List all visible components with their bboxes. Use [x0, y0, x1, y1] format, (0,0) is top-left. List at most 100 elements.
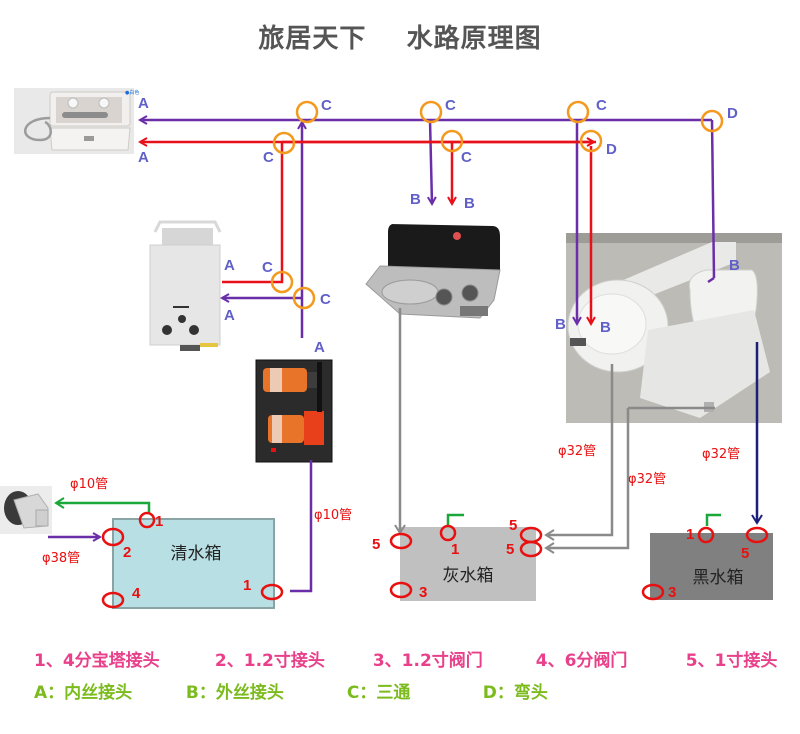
label-a: A	[224, 307, 235, 324]
clean-tank-vent	[54, 497, 151, 514]
vent-lines	[54, 497, 721, 526]
water-fill-inlet-icon	[0, 486, 52, 534]
tee-fitting	[440, 129, 464, 153]
legend-item: A：内丝接头	[34, 683, 133, 703]
label-c: C	[461, 149, 472, 166]
pipe-label-phi32: φ32管	[628, 472, 666, 487]
legend-item: C：三通	[346, 683, 411, 703]
fitting-rings	[270, 100, 724, 310]
label-c: C	[263, 149, 274, 166]
port-label-2: 2	[123, 544, 131, 561]
grey-tank-vent	[446, 513, 464, 526]
tee-fitting	[419, 100, 443, 124]
pipe-label-phi32: φ32管	[702, 447, 740, 462]
label-c: C	[445, 97, 456, 114]
label-d: D	[727, 105, 738, 122]
label-a: A	[138, 149, 149, 166]
shower-box-icon: ●白色	[14, 88, 139, 154]
label-c: C	[596, 97, 607, 114]
tee-fitting	[270, 270, 294, 294]
cold-toilet-arrow	[707, 276, 715, 284]
pipe-label-phi10: φ10管	[70, 477, 108, 492]
legend-port-numbers: 1、4分宝塔接头 2、1.2寸接头 3、1.2寸阀门 4、6分阀门 5、1寸接头	[34, 646, 777, 671]
water-heater-icon	[149, 220, 222, 351]
grey-drain-lines	[394, 308, 715, 548]
port-label-3: 3	[419, 584, 427, 601]
port-ring	[439, 524, 457, 542]
legend-item: D：弯头	[482, 683, 548, 703]
pipe-label-phi32: φ32管	[558, 444, 596, 459]
port-ring	[641, 583, 665, 601]
basin-drain	[544, 364, 614, 541]
port-label-3: 3	[668, 584, 676, 601]
port-rings	[101, 511, 769, 609]
tee-fitting	[272, 131, 296, 155]
label-c: C	[320, 291, 331, 308]
tee-fitting	[566, 100, 590, 124]
port-ring	[389, 581, 413, 599]
hot-from-heater	[222, 142, 284, 284]
pipe-label-phi10: φ10管	[314, 508, 352, 523]
legend-item: 5、1寸接头	[685, 651, 778, 671]
legend-item: 3、1.2寸阀门	[372, 651, 483, 671]
port-label-1: 1	[155, 513, 163, 530]
cold-to-toilet	[710, 119, 716, 279]
legend-item: B：外丝接头	[185, 683, 284, 703]
label-a: A	[224, 257, 235, 274]
label-b: B	[555, 316, 566, 333]
port-label-1: 1	[686, 526, 694, 543]
elbow-fitting	[700, 109, 724, 133]
clean-water-tank: 清水箱	[112, 518, 275, 609]
port-label-4: 4	[132, 585, 141, 602]
sink-stove-combo-icon	[365, 224, 501, 319]
port-ring	[101, 527, 125, 547]
black-tank-label: 黑水箱	[693, 568, 744, 588]
port-label-5: 5	[372, 536, 380, 553]
port-label-5: 5	[741, 545, 749, 562]
port-ring	[389, 532, 413, 550]
legend-fitting-types: A：内丝接头 B：外丝接头 C：三通 D：弯头	[34, 678, 548, 703]
tee-fitting	[292, 286, 316, 310]
port-number-labels: 1 2 4 1 5 1 5 5 3 1 5 3	[123, 513, 749, 602]
pump-feed	[290, 460, 313, 593]
port-ring	[138, 511, 156, 529]
port-ring	[519, 540, 543, 558]
black-tank-vent	[705, 513, 721, 526]
toilet-basin-icon	[566, 233, 782, 423]
shower-drain	[546, 406, 715, 548]
cold-to-sink	[430, 119, 432, 204]
grey-water-tank: 灰水箱	[400, 527, 536, 601]
fitting-letter-labels: A A C C C C C D D B B A C C A A B B B	[138, 95, 740, 356]
port-ring	[745, 526, 769, 544]
label-c: C	[321, 97, 332, 114]
label-a: A	[314, 339, 325, 356]
pipe-size-labels: φ10管 φ38管 φ10管 φ32管 φ32管 φ32管	[42, 444, 740, 566]
port-ring	[697, 526, 715, 544]
label-a: A	[138, 95, 149, 112]
port-ring	[260, 583, 284, 601]
port-label-1: 1	[243, 577, 251, 594]
clean-tank-label: 清水箱	[171, 544, 222, 564]
port-ring	[101, 591, 125, 609]
legend-item: 2、1.2寸接头	[214, 651, 325, 671]
legend-item: 4、6分阀门	[535, 651, 628, 671]
port-label-1: 1	[451, 541, 459, 558]
elbow-fitting	[579, 129, 603, 153]
port-label-5: 5	[509, 517, 517, 534]
water-pump-icon	[255, 359, 333, 463]
black-water-tank: 黑水箱	[650, 533, 773, 600]
label-b: B	[410, 191, 421, 208]
pipe-label-phi38: φ38管	[42, 551, 80, 566]
hot-water-lines	[140, 142, 596, 324]
port-label-5: 5	[506, 541, 514, 558]
tee-fitting	[295, 100, 319, 124]
label-b: B	[600, 319, 611, 336]
label-c: C	[262, 259, 273, 276]
label-d: D	[606, 141, 617, 158]
legend-item: 1、4分宝塔接头	[34, 651, 160, 671]
label-b: B	[729, 257, 740, 274]
page-title: 旅居天下 水路原理图	[258, 24, 542, 54]
svg-text:●白色: ●白色	[125, 89, 139, 96]
grey-tank-label: 灰水箱	[443, 566, 494, 586]
